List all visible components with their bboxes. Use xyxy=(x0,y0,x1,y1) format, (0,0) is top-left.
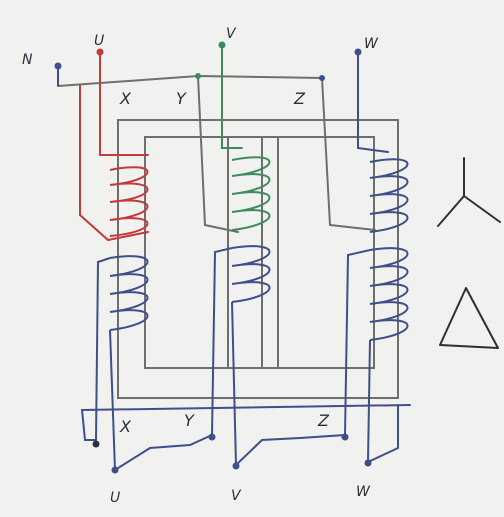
bottom-delta-wiring xyxy=(81,404,411,471)
label-v-bottom: V xyxy=(231,488,242,504)
label-w-bottom: W xyxy=(356,484,371,500)
label-y-bottom: Y xyxy=(184,411,195,430)
star-wye-symbol xyxy=(437,157,501,227)
label-y-top: Y xyxy=(176,89,187,108)
label-w-top: W xyxy=(364,36,379,52)
bottom-terminals xyxy=(92,433,372,474)
z-junction-dot xyxy=(319,75,325,81)
top-terminals xyxy=(54,41,362,86)
coil-middle-primary xyxy=(231,156,271,231)
y-bottom-dot xyxy=(208,433,216,441)
coil-left-secondary xyxy=(95,255,149,471)
delta-triangle-symbol xyxy=(439,287,499,349)
v-bottom-dot xyxy=(232,462,240,470)
y-junction-dot xyxy=(195,73,201,79)
label-n: N xyxy=(22,52,33,68)
coil-right-secondary xyxy=(344,247,409,463)
label-x-top: X xyxy=(119,89,132,108)
label-z-top: Z xyxy=(293,89,306,108)
transformer-core xyxy=(117,119,399,399)
w-bottom-dot xyxy=(364,459,372,467)
label-u-top: U xyxy=(94,33,104,49)
label-z-bottom: Z xyxy=(317,411,330,430)
z-bottom-dot xyxy=(341,433,349,441)
u-bottom-dot xyxy=(111,466,119,474)
top-supply-wires xyxy=(57,47,389,242)
u-terminal-dot xyxy=(96,48,104,56)
label-x-bottom: X xyxy=(119,417,132,436)
coil-left-primary xyxy=(109,166,149,237)
coil-middle-secondary xyxy=(211,245,271,466)
label-u-bottom: U xyxy=(110,490,120,506)
coil-right-primary xyxy=(369,158,409,233)
label-v-top: V xyxy=(226,26,237,42)
w-terminal-dot xyxy=(354,48,362,56)
x-bottom-dot xyxy=(92,440,100,448)
v-terminal-dot xyxy=(218,41,226,49)
